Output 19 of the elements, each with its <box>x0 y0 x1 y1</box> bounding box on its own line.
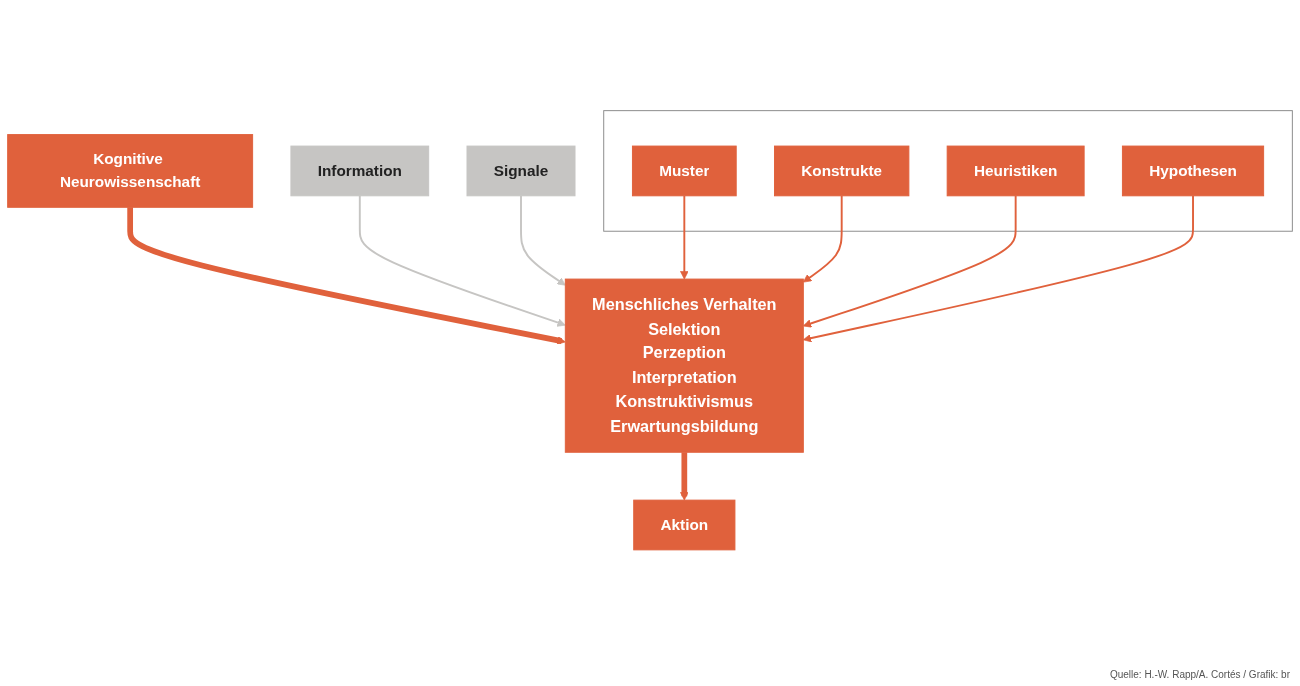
arrow <box>802 194 1017 328</box>
node-box: Heuristiken <box>946 145 1085 197</box>
arrow <box>802 194 1194 343</box>
node-box: Menschliches Verhalten Selektion Perzeption Interpretation Konstruktivismus Erwartungsbildung <box>564 278 804 453</box>
arrow <box>358 194 566 327</box>
cluster <box>603 109 1293 232</box>
source-note: Quelle: H.-W. Rapp/A. Cortés / Grafik: br <box>1109 669 1290 680</box>
node-box: Signale <box>466 145 576 197</box>
node-box: Information <box>290 145 430 197</box>
node-box: Aktion <box>633 499 736 551</box>
arrow <box>680 452 689 501</box>
node-box: Hypothesen <box>1121 145 1265 197</box>
node-box: Kognitive Neurowissenschaft <box>7 133 254 208</box>
node-box: Konstrukte <box>774 145 910 197</box>
arrow <box>802 194 843 283</box>
arrow <box>680 194 689 280</box>
arrow <box>127 207 566 345</box>
node-box: Muster <box>631 145 737 197</box>
arrow <box>520 194 566 286</box>
